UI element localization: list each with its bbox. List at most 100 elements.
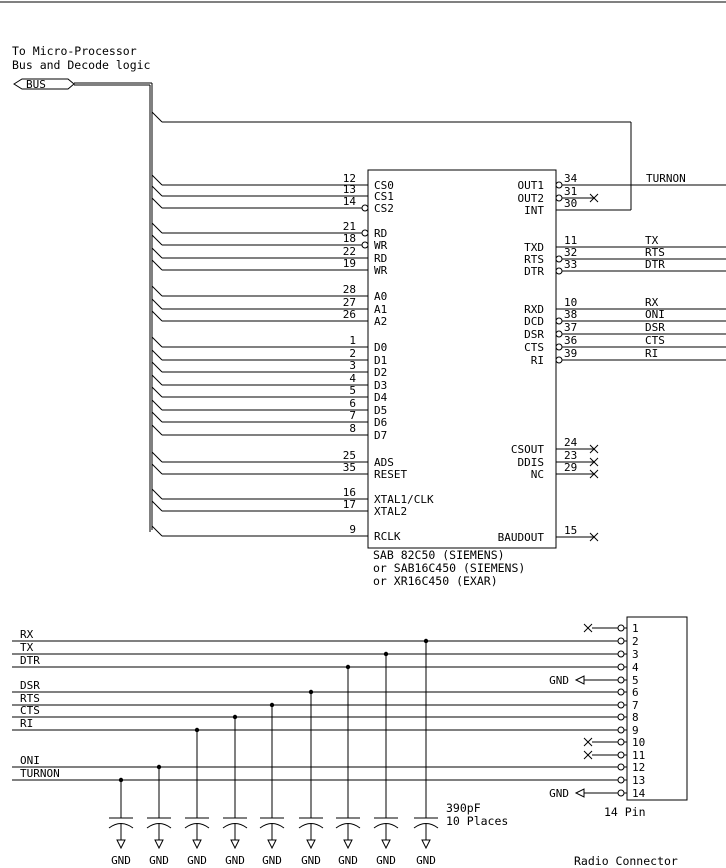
pin-label: RD bbox=[374, 227, 387, 240]
connector-pin-circle bbox=[617, 663, 625, 671]
capacitor-5: GND bbox=[259, 817, 285, 867]
pin-label: D7 bbox=[374, 429, 387, 442]
pin-number: 27 bbox=[343, 296, 356, 309]
pin-number: 16 bbox=[343, 486, 356, 499]
inversion-bubble bbox=[555, 356, 563, 364]
pin-label: D0 bbox=[374, 341, 387, 354]
pin-label: WR bbox=[374, 239, 388, 252]
bus-label: BUS bbox=[26, 78, 46, 91]
gnd-label: GND bbox=[111, 854, 131, 867]
pin-label: D4 bbox=[374, 391, 388, 404]
pin-number: 29 bbox=[564, 461, 577, 474]
pin-number: 39 bbox=[564, 347, 577, 360]
left-pin-7: 7D6 bbox=[151, 409, 387, 429]
net-dtr: DTR bbox=[12, 654, 618, 818]
pin-label: XTAL2 bbox=[374, 505, 407, 518]
radio-connector-body bbox=[626, 616, 688, 801]
header-line-1: To Micro-Processor bbox=[12, 44, 137, 58]
net-label-oni: ONI bbox=[645, 308, 665, 321]
pin-number: 31 bbox=[564, 185, 577, 198]
pin-number: 14 bbox=[343, 195, 357, 208]
connector-pin-11: 11 bbox=[583, 749, 645, 762]
pin-number: 8 bbox=[349, 422, 356, 435]
net-rts: RTS bbox=[12, 692, 618, 818]
pin-number: 21 bbox=[343, 220, 356, 233]
pin-number: 23 bbox=[564, 449, 577, 462]
gnd-port-arrow bbox=[574, 788, 585, 798]
pin-number: 4 bbox=[349, 372, 356, 385]
pin-label: WR bbox=[374, 264, 388, 277]
connector-pin-circle bbox=[617, 688, 625, 696]
connector-pin-circle bbox=[617, 701, 625, 709]
net-label: RX bbox=[20, 628, 34, 641]
net-rx: RX bbox=[12, 628, 618, 818]
inversion-bubble bbox=[555, 255, 563, 263]
gnd-symbol bbox=[381, 839, 391, 850]
gnd-label: GND bbox=[225, 854, 245, 867]
pin-number: 1 bbox=[349, 334, 356, 347]
pin-label: D5 bbox=[374, 404, 387, 417]
pin-number: 25 bbox=[343, 449, 356, 462]
pin-label: A0 bbox=[374, 290, 387, 303]
gnd-label: GND bbox=[301, 854, 321, 867]
gnd-symbol bbox=[192, 839, 202, 850]
connector-pin-number: 14 bbox=[632, 787, 646, 800]
connector-pin-number: 13 bbox=[632, 774, 645, 787]
connector-pin-circle bbox=[617, 738, 625, 746]
net-label-tx: TX bbox=[645, 234, 659, 247]
pin-label: DCD bbox=[524, 315, 544, 328]
pin-label: CS0 bbox=[374, 179, 394, 192]
part-name-1: SAB 82C50 (SIEMENS) bbox=[373, 548, 505, 562]
inversion-bubble bbox=[361, 241, 369, 249]
connector-pin-1: 1 bbox=[583, 622, 639, 635]
inversion-bubble bbox=[361, 229, 369, 237]
pin-number: 37 bbox=[564, 321, 577, 334]
pin-label: DDIS bbox=[518, 456, 545, 469]
pin-label: CSOUT bbox=[511, 443, 544, 456]
gnd-symbol bbox=[343, 839, 353, 850]
cap-count-label: 10 Places bbox=[446, 814, 508, 828]
connector-pin-circle bbox=[617, 789, 625, 797]
net-label-rts: RTS bbox=[645, 246, 665, 259]
pin-number: 10 bbox=[564, 296, 577, 309]
gnd-label: GND bbox=[416, 854, 436, 867]
connector-pin-number: 9 bbox=[632, 724, 639, 737]
pin-number: 32 bbox=[564, 246, 577, 259]
bus-trunk bbox=[74, 82, 153, 532]
gnd-label: GND bbox=[549, 674, 569, 687]
connector-pin-6: 6 bbox=[617, 686, 639, 699]
connector-pin-circle bbox=[617, 650, 625, 658]
connector-pin-13: 13 bbox=[617, 774, 645, 787]
capacitor-7: GND bbox=[335, 817, 361, 867]
pin-label: NC bbox=[531, 468, 544, 481]
pin-label: BAUDOUT bbox=[498, 531, 545, 544]
connector-pin-circle bbox=[617, 637, 625, 645]
pin-label: RTS bbox=[524, 253, 544, 266]
net-oni: ONI bbox=[12, 754, 618, 818]
pin-number: 19 bbox=[343, 257, 356, 270]
connector-pin-count: 14 Pin bbox=[604, 805, 646, 819]
pin-label: OUT2 bbox=[518, 192, 545, 205]
capacitor-2: GND bbox=[146, 817, 172, 867]
pin-label: RD bbox=[374, 252, 387, 265]
pin-number: 13 bbox=[343, 183, 356, 196]
connector-pin-circle bbox=[617, 624, 625, 632]
pin-label: D3 bbox=[374, 379, 387, 392]
pin-label: D6 bbox=[374, 416, 387, 429]
